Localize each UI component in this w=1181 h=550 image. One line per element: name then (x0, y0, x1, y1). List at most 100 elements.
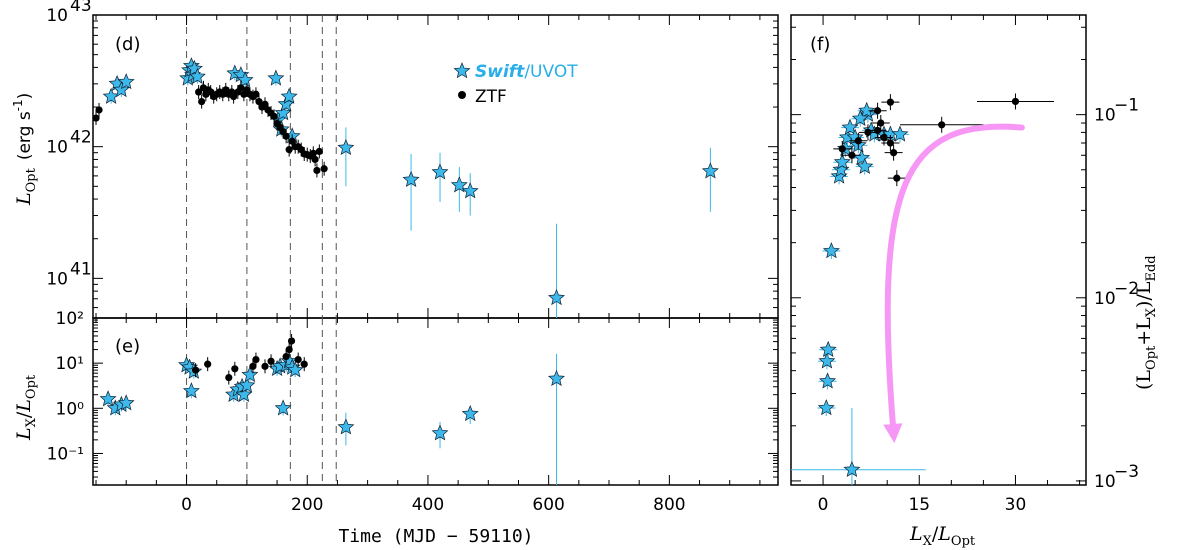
panel-f-ylabel-sub2: X (1144, 307, 1159, 317)
panel-e-xtick-label: 400 (412, 495, 444, 515)
circle-point (1011, 97, 1020, 106)
legend: Swift/UVOT ZTF (453, 62, 578, 107)
star-point (450, 176, 468, 193)
circle-point (873, 107, 882, 115)
star-point (274, 399, 292, 416)
panel-e-xtick-label: 600 (532, 495, 564, 515)
circle-point (313, 166, 321, 175)
panel-d-frame (92, 14, 779, 319)
panel-e-xtick-label: 800 (653, 495, 685, 515)
panel-d-ytick-exp: 43 (70, 0, 92, 16)
circle-point (230, 93, 238, 101)
star-point (274, 104, 292, 121)
legend-star-marker (453, 62, 471, 79)
circle-point (204, 360, 212, 368)
star-point (337, 418, 355, 435)
panel-f-xtick-label: 30 (1005, 495, 1027, 515)
circle-point (285, 146, 293, 154)
circle-point (315, 147, 323, 156)
panel-d-ytick-exp: 42 (70, 128, 92, 148)
panel-e-ytick-label: 10⁻¹ (47, 444, 84, 464)
circle-point (893, 174, 901, 182)
panel-d-ytick-label: 10 (46, 138, 68, 158)
star-point (431, 424, 449, 441)
circle-point (877, 119, 885, 127)
star-point (402, 170, 420, 188)
star-point (818, 352, 836, 369)
panel-d-ylabel-sub: Opt (24, 167, 39, 192)
star-point (286, 361, 304, 378)
circle-point (938, 121, 946, 129)
star-point (548, 369, 565, 387)
circle-point (237, 84, 245, 92)
star-point (112, 80, 130, 98)
panel-f-label: (f) (810, 34, 830, 55)
circle-point (288, 137, 296, 145)
panel-f-ytick-label: 10 (1094, 472, 1116, 492)
panel-f-xlabel-slash: / (932, 523, 939, 545)
star-point (337, 138, 355, 156)
circle-point (285, 345, 293, 354)
circle-point (92, 114, 100, 122)
legend-ztf-marker (458, 91, 466, 99)
star-point (851, 109, 869, 126)
panel-e-ytick-label: 10² (56, 309, 84, 329)
star-point (267, 69, 285, 86)
panel-f-xlabel-sub2: Opt (951, 534, 976, 549)
star-point (461, 404, 479, 422)
panel-e-ylabel-main2: L (13, 399, 35, 413)
panel-f-ylabel-sub1: Opt (1144, 345, 1159, 370)
circle-point (255, 97, 263, 106)
panel-f-ylabel-mid: +L (1133, 317, 1155, 346)
star-point (701, 162, 719, 179)
panel-f-ytick-label: 10 (1094, 106, 1116, 126)
panel-f-xlabel-main2: L (937, 523, 951, 545)
legend-swift-label: Swift/UVOT (475, 62, 578, 82)
panel-e-frame (92, 317, 779, 486)
circle-point (880, 133, 888, 142)
panel-d-ylabel-main: L (13, 192, 35, 206)
legend-ztf-label: ZTF (475, 87, 507, 107)
star-point (891, 125, 909, 142)
panel-f-xlabel: LX/LOpt (909, 523, 976, 549)
circle-point (838, 145, 846, 153)
circle-point (225, 373, 233, 382)
star-point (843, 460, 861, 478)
star-point (819, 372, 837, 389)
circle-point (287, 337, 296, 345)
panel-e-xtick-label: 0 (181, 495, 192, 515)
circle-point (282, 352, 290, 361)
panel-e-xtick-label: 200 (291, 495, 323, 515)
panel-d-ytick-label: 10 (46, 269, 68, 289)
trend-arrow (883, 123, 1025, 444)
circle-point (231, 365, 239, 373)
circle-point (890, 149, 898, 157)
panel-d-ytick-exp: 41 (70, 259, 92, 279)
star-point (102, 87, 120, 104)
panel-f-ytick-exp: −2 (1114, 279, 1139, 299)
star-point (856, 157, 874, 174)
star-point (117, 394, 135, 411)
circle-point (864, 128, 872, 136)
star-point (833, 153, 851, 170)
panel-f-xtick-label: 0 (818, 495, 829, 515)
circle-point (873, 126, 882, 135)
star-point (461, 182, 479, 199)
panel-e-ylabel-sub: X (24, 417, 39, 427)
circle-point (270, 112, 278, 120)
circle-point (282, 132, 290, 140)
circle-point (848, 151, 856, 159)
panel-e-label: (e) (115, 336, 140, 357)
legend-swift-rest: /UVOT (524, 62, 578, 82)
star-point (280, 87, 298, 104)
circle-point (261, 100, 269, 108)
panel-f-xtick-label: 15 (908, 495, 930, 515)
star-point (431, 163, 449, 180)
circle-point (252, 355, 260, 364)
circle-point (854, 137, 862, 145)
circle-point (267, 357, 275, 365)
star-point (188, 67, 206, 84)
